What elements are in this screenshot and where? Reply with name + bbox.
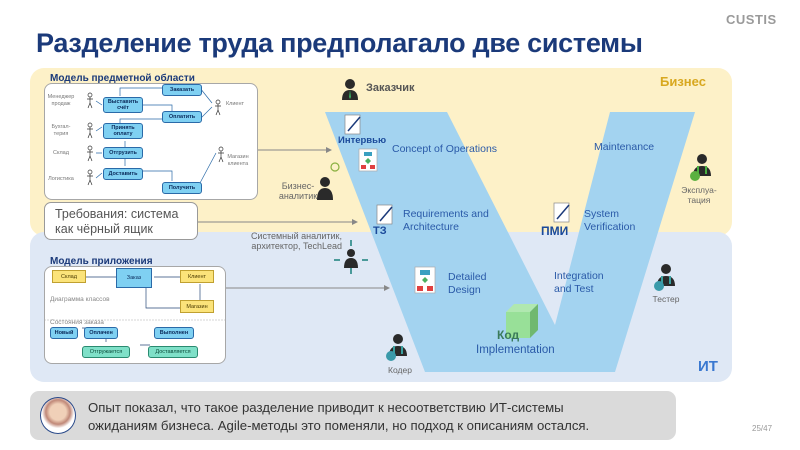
requirements-architecture-label: Requirements and Architecture	[403, 208, 489, 234]
use-case: Отгрузить	[103, 147, 143, 159]
state-box: Выполнен	[154, 327, 194, 339]
domain-model-panel	[44, 83, 258, 200]
operations-label: Эксплуа-тация	[681, 185, 717, 205]
system-verification-label: System Verification	[584, 208, 636, 234]
coder-icon	[386, 334, 407, 361]
app-model-title: Модель приложения	[50, 256, 153, 267]
speaker-avatar	[40, 397, 76, 434]
use-case: Заказать	[162, 84, 202, 96]
detailed-design-label: Detailed Design	[448, 271, 487, 297]
system-analyst-label: Системный аналитик, архитектор, TechLead	[250, 231, 342, 252]
operations-icon	[690, 154, 711, 181]
business-analyst-icon	[317, 177, 333, 200]
use-case: Принять оплату	[103, 123, 143, 139]
class-box: Клиент	[180, 270, 214, 283]
domain-model-title: Модель предметной области	[50, 73, 195, 84]
class-box: Склад	[52, 270, 86, 283]
actor-label: Магазин клиента	[227, 154, 249, 167]
class-diagram-label: Диаграмма классов	[50, 296, 110, 303]
actor-label: Логистика	[48, 176, 74, 182]
implementation-label: Implementation	[476, 344, 555, 356]
tz-label: ТЗ	[373, 225, 387, 237]
tester-icon	[654, 264, 675, 291]
state-box: Новый	[50, 327, 78, 339]
use-case: Выставить счёт	[103, 97, 143, 113]
state-box: Доставляется	[148, 346, 198, 358]
customer-icon	[342, 79, 358, 100]
quote-line1: Опыт показал, что такое разделение приво…	[88, 400, 564, 415]
document-pen-icon	[553, 202, 570, 223]
tester-label: Тестер	[652, 294, 680, 304]
concept-of-operations-label: Concept of Operations	[392, 143, 498, 155]
class-box: Магазин	[180, 300, 214, 313]
it-zone-label: ИТ	[698, 358, 718, 375]
code-label: Код	[497, 328, 520, 342]
interview-label: Интервью	[338, 135, 387, 146]
actor-label: Склад	[53, 150, 69, 156]
brand-logo: CUSTIS	[726, 12, 777, 27]
document-pen-icon	[344, 114, 361, 135]
document-pen-icon	[376, 204, 393, 225]
maintenance-label: Maintenance	[594, 141, 655, 153]
actor-label: Бухгал-терия	[51, 124, 71, 137]
state-box: Отгружается	[82, 346, 130, 358]
slide-title: Разделение труда предполагало две систем…	[36, 28, 643, 58]
quote-line2: ожиданиям бизнеса. Agile-методы это поме…	[88, 417, 590, 433]
use-case: Доставить	[103, 168, 143, 180]
use-case-connectors	[87, 87, 224, 186]
pmi-label: ПМИ	[541, 224, 569, 238]
business-analyst-label: Бизнес-аналитик	[278, 181, 318, 202]
actor-label: Менеджер продаж	[47, 94, 75, 107]
flowchart-doc-icon	[358, 148, 378, 172]
integration-test-label: Integration and Test	[554, 270, 604, 296]
customer-label: Заказчик	[366, 82, 415, 94]
coder-label: Кодер	[388, 365, 412, 375]
state-box: Оплачен	[84, 327, 118, 339]
lightbulb-icon	[330, 162, 340, 172]
class-box: Заказ	[116, 268, 152, 288]
use-case: Получить	[162, 182, 202, 194]
order-states-label: Состояния заказа	[50, 319, 104, 326]
business-zone-label: Бизнес	[660, 74, 706, 89]
use-case: Оплатить	[162, 111, 202, 123]
requirements-line1: Требования: система	[55, 207, 179, 221]
quote-text: Опыт показал, что такое разделение приво…	[88, 399, 589, 435]
requirements-line2: как чёрный ящик	[55, 222, 153, 236]
quote-box	[30, 391, 676, 440]
code-cube-icon	[506, 304, 538, 338]
requirements-box: Требования: система как чёрный ящик	[44, 202, 198, 240]
page-number: 25/47	[752, 424, 773, 433]
actor-label: Клиент	[225, 101, 245, 107]
flowchart-doc-icon	[414, 266, 436, 294]
system-analyst-icon	[334, 240, 368, 274]
